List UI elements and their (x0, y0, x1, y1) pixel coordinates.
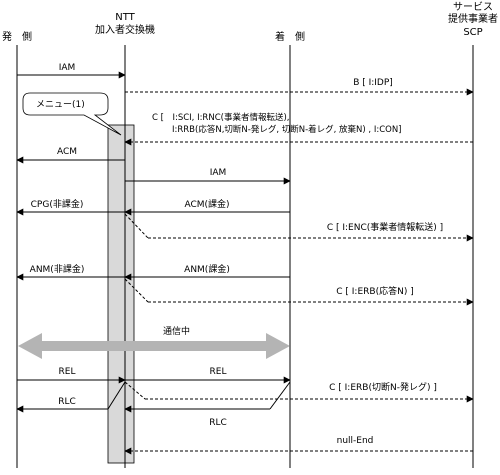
scp-label-line3: SCP (463, 27, 482, 38)
connector-rlc-1 (107, 381, 126, 410)
connector-rlc-2 (269, 381, 291, 410)
msg-label-anm-1: ANM(非課金) (30, 263, 85, 275)
msg-label-anm-2: ANM(課金) (184, 263, 230, 275)
caller-label: 発 側 (2, 30, 32, 43)
menu-callout (22, 92, 122, 136)
msg-label-rlc-1: RLC (58, 397, 76, 407)
msg-label-c-enc: C [ I:ENC(事業者情報転送) ] (327, 221, 443, 233)
connector-enc (124, 213, 149, 239)
msg-label-iam-2: IAM (210, 168, 227, 178)
talking-label: 通信中 (163, 325, 190, 337)
msg-label-iam-1: IAM (59, 63, 76, 73)
callee-label: 着 側 (275, 30, 305, 43)
connector-erb-2 (124, 381, 146, 400)
msg-label-acm-2: ACM(課金) (184, 198, 229, 210)
processing-box (107, 124, 135, 464)
msg-label-c-sci-line1: C [ I:SCI, I:RNC(事業者情報転送), (152, 112, 289, 123)
msg-label-rlc-2: RLC (209, 418, 227, 428)
msg-label-c-erb-1: C [ I:ERB(応答N) ] (336, 285, 413, 297)
msg-label-cpg: CPG(非課金) (31, 198, 84, 210)
msg-label-b-idp: B [ I:IDP] (353, 78, 393, 88)
msg-label-acm-1: ACM (57, 147, 77, 157)
ntt-label-line1: NTT (115, 12, 135, 23)
talking-arrow (18, 333, 290, 359)
connector-erb-1 (124, 278, 149, 303)
msg-label-null-end: null-End (337, 436, 374, 446)
scp-label-line1: サービス (453, 1, 493, 13)
menu-callout-label: メニュー(1) (36, 100, 85, 110)
msg-label-rel-1: REL (59, 367, 76, 377)
msg-label-c-erb-2: C [ I:ERB(切断N-発レグ) ] (329, 381, 437, 393)
ntt-label-line2: 加入者交換機 (95, 23, 155, 36)
scp-label-line2: 提供事業者 (448, 12, 498, 25)
msg-label-c-sci-line2: I:RRB(応答N,切断N-発レグ, 切断N-着レグ, 放棄N) , I:CON… (172, 124, 402, 135)
msg-label-rel-2: REL (210, 367, 227, 377)
